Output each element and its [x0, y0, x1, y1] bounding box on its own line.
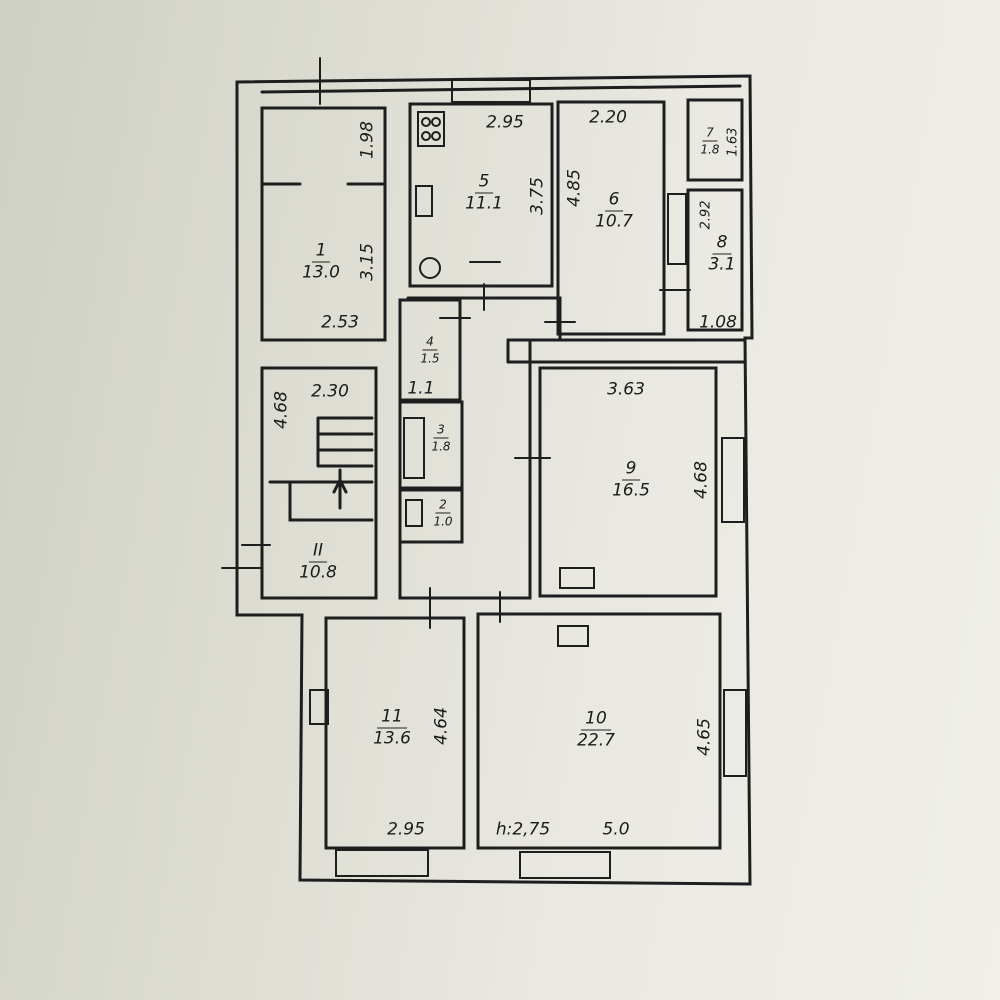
room-number: 4: [422, 336, 438, 351]
room-5-label: 5 11.1: [465, 173, 503, 214]
dim-r7-length: 1.63: [725, 127, 741, 157]
room-area: 1.8: [700, 142, 720, 157]
stair-steps: [268, 416, 374, 522]
dim-r5-length: 3.75: [527, 177, 548, 215]
room-5-outline: [408, 102, 554, 288]
room-number: 3: [433, 424, 449, 439]
room-11-label: 11 13.6: [373, 708, 411, 749]
room-11-outline: [324, 616, 466, 850]
windows: [335, 79, 747, 879]
room-number: 5: [474, 173, 494, 194]
room-number: 7: [702, 127, 718, 142]
room-number: 1: [311, 242, 331, 263]
room-area: 16.5: [612, 480, 650, 501]
outer-wall: [235, 74, 754, 886]
room-10-label: 10 22.7: [577, 710, 615, 751]
room-number: 11: [377, 708, 407, 729]
room-area: 1.5: [420, 351, 440, 366]
room-7-outline: [686, 98, 744, 182]
room-area: 10.8: [299, 562, 337, 583]
room-9-outline: [538, 366, 718, 598]
room-4-label: 4 1.5: [420, 336, 439, 365]
room-1-outline: [260, 106, 387, 342]
room-1-label: 1 13.0: [302, 242, 340, 283]
stair-hall-outline: [260, 366, 378, 600]
room-area: 3.1: [708, 254, 736, 275]
dim-r5-width: 2.95: [486, 112, 524, 133]
room-area: 10.7: [595, 211, 633, 232]
room-area: 1.8: [431, 439, 451, 454]
room-8-outline: [686, 188, 744, 332]
room-8-label: 8 3.1: [708, 234, 736, 275]
dim-r4-width: 1.1: [407, 378, 435, 399]
inner-wall-outline: [260, 84, 742, 94]
room-number: 2: [435, 499, 451, 514]
room-10-outline: [476, 612, 722, 850]
room-area: 1.0: [433, 514, 453, 529]
dim-r6-width: 2.20: [589, 107, 627, 128]
room-area: 11.1: [465, 193, 503, 214]
room-2-outline: [398, 488, 464, 544]
room-area: 13.6: [373, 728, 411, 749]
dim-stair-width: 2.30: [311, 381, 349, 402]
dim-r1-width: 2.53: [321, 312, 359, 333]
room-3-label: 3 1.8: [431, 424, 450, 453]
room-number: II: [308, 542, 328, 563]
room-area: 22.7: [577, 730, 615, 751]
dim-r9-length: 4.68: [691, 461, 712, 499]
room-number: 6: [604, 191, 624, 212]
fixtures: [309, 111, 595, 725]
room-4-outline: [398, 298, 462, 402]
room-3-outline: [398, 400, 464, 490]
room-6-label: 6 10.7: [595, 191, 633, 232]
room-number: 8: [712, 234, 732, 255]
door-ticks: [221, 57, 691, 629]
dim-r10-width: 5.0: [602, 819, 630, 840]
dim-r1-height: 3.15: [357, 243, 378, 281]
ceiling-height: h:2,75: [495, 819, 551, 840]
dim-r1-length: 1.98: [357, 121, 378, 159]
room-number: 9: [621, 460, 641, 481]
room-area: 13.0: [302, 262, 340, 283]
dim-r8-width: 1.08: [699, 312, 737, 333]
dim-r11-width: 2.95: [387, 819, 425, 840]
room-6-outline: [556, 100, 666, 336]
room-2-label: 2 1.0: [433, 499, 452, 528]
dim-r9-width: 3.63: [607, 379, 645, 400]
stair-hall-label: II 10.8: [299, 542, 337, 583]
room-9-label: 9 16.5: [612, 460, 650, 501]
dim-stair-length: 4.68: [271, 391, 292, 429]
dim-r11-length: 4.64: [431, 707, 452, 745]
dim-r6-length: 4.85: [564, 169, 585, 207]
room-7-label: 7 1.8: [700, 127, 719, 156]
room-number: 10: [581, 710, 611, 731]
dim-r10-length: 4.65: [694, 718, 715, 756]
dim-r8-length: 2.92: [698, 200, 714, 230]
